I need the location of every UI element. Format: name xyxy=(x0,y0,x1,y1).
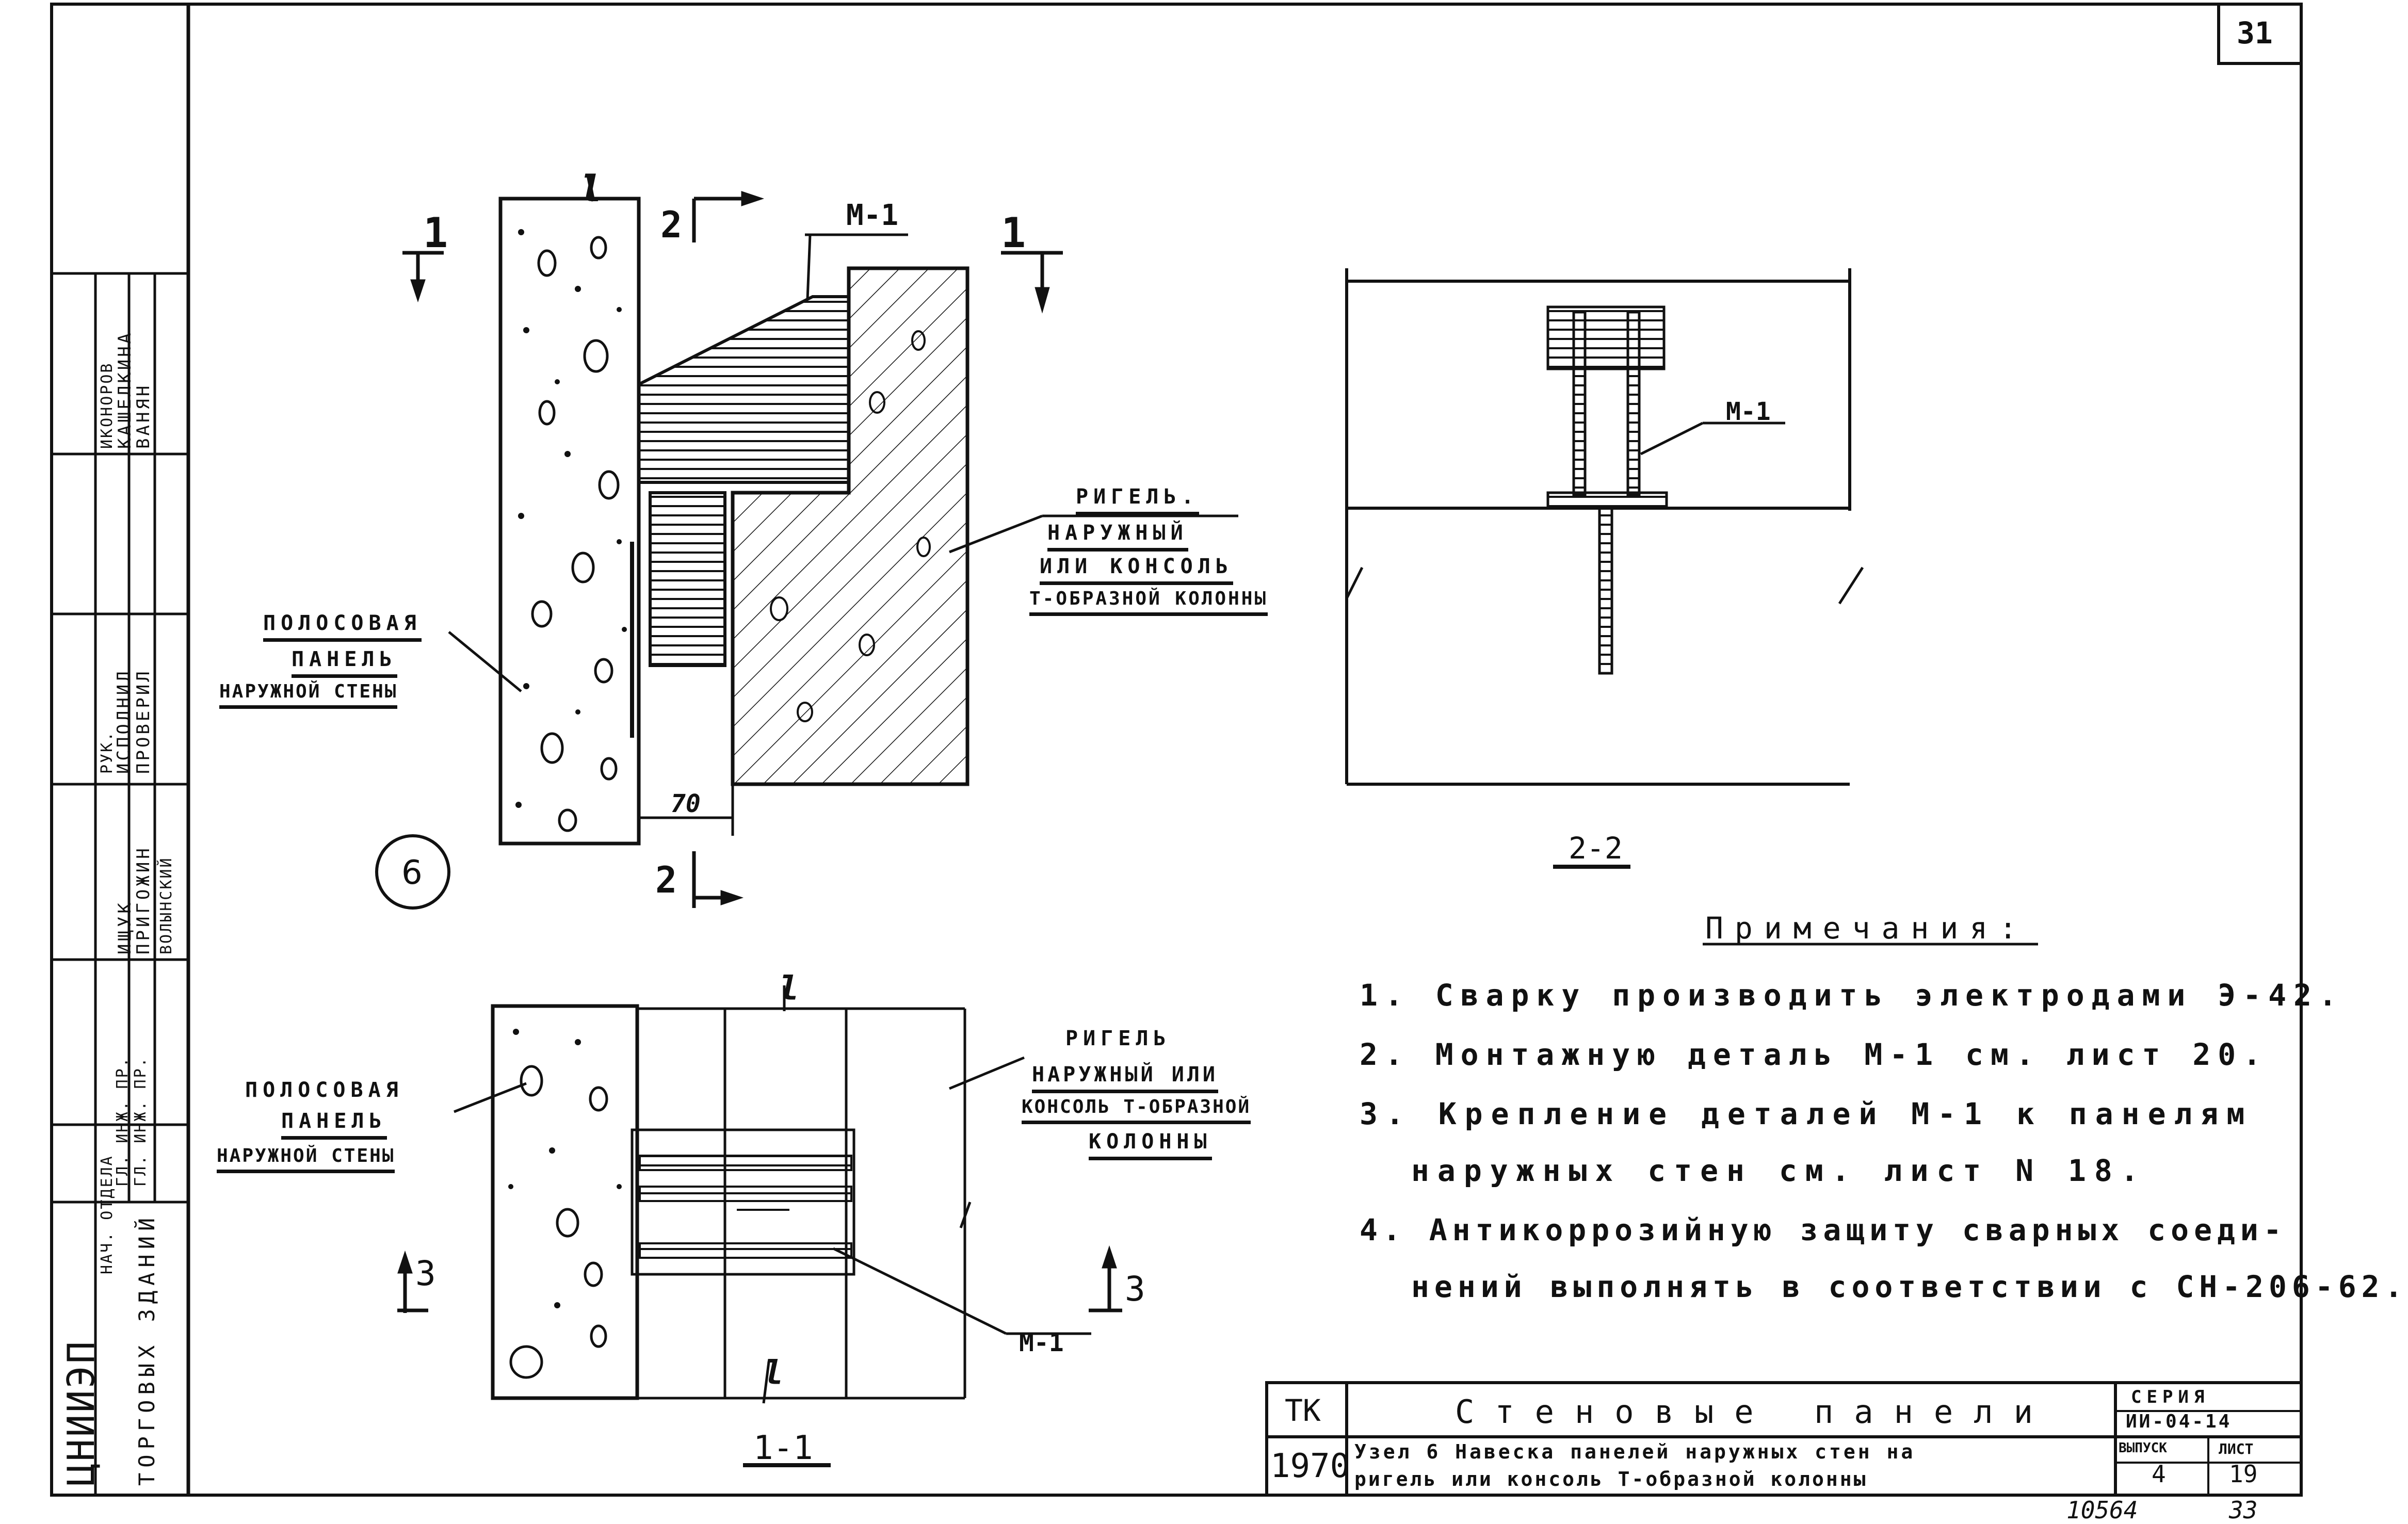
section-mark-3-right: 3 xyxy=(1125,1269,1145,1309)
title-block-title: Стеновые панели xyxy=(1455,1393,2054,1431)
axis-mark-l-11-top: l xyxy=(779,970,799,1008)
side-stamp-name-2: ПРИГОЖИН xyxy=(133,845,154,954)
callout-panel-bottom-3: НАРУЖНОЙ СТЕНЫ xyxy=(217,1145,395,1173)
section-mark-1-left: 1 xyxy=(423,209,448,257)
section-mark-3-left: 3 xyxy=(415,1254,436,1293)
axis-mark-l-11-bottom: l xyxy=(764,1354,784,1392)
leader-lines-top xyxy=(448,233,1238,692)
note-4-cont: нений выполнять в соответствии с СН-206-… xyxy=(1411,1269,2408,1304)
drawing-sheet: 31 1 2 1 2 l М-1 70 6 РИГЕЛЬ. НАРУЖНЫЙ И… xyxy=(50,3,2403,1524)
m1-label-22: М-1 xyxy=(1726,397,1771,426)
note-3-cont: наружных стен см. лист N 18. xyxy=(1411,1153,2147,1188)
section-mark-2-bottom: 2 xyxy=(655,859,677,901)
side-stamp-name-4: ИКОНОРОВ xyxy=(98,362,116,449)
callout-rigel-bottom-1: РИГЕЛЬ xyxy=(1065,1027,1171,1050)
section-1-1 xyxy=(397,985,1122,1467)
section-title-1-1: 1-1 xyxy=(753,1429,813,1467)
title-block-issue-value: 4 xyxy=(2152,1460,2166,1488)
note-1: 1. Сварку производить электродами Э-42. xyxy=(1360,978,2344,1013)
section-mark-1-right: 1 xyxy=(1001,209,1026,257)
callout-panel-top-3: НАРУЖНОЙ СТЕНЫ xyxy=(219,681,398,709)
title-block-code: ТК xyxy=(1285,1393,1321,1428)
title-block-subtitle-2: ригель или консоль Т-образной колонны xyxy=(1354,1468,1868,1490)
callout-rigel-top-3: ИЛИ КОНСОЛЬ xyxy=(1040,555,1233,585)
sheet-number: 31 xyxy=(2237,15,2273,51)
callout-rigel-bottom-3: КОНСОЛЬ Т-ОБРАЗНОЙ xyxy=(1022,1096,1251,1124)
section-2-2 xyxy=(1345,268,1864,869)
note-3: 3. Крепление деталей М-1 к панелям xyxy=(1360,1096,2253,1131)
section-title-2-2: 2-2 xyxy=(1569,831,1623,866)
callout-rigel-bottom-4: КОЛОННЫ xyxy=(1089,1130,1212,1160)
side-stamp-name-6: ВАНЯН xyxy=(133,383,154,449)
side-stamp-role-3: ГЛ. ИНЖ. ПР. xyxy=(132,1056,150,1187)
callout-rigel-top-2: НАРУЖНЫЙ xyxy=(1047,521,1188,552)
callout-rigel-bottom-2: НАРУЖНЫЙ ИЛИ xyxy=(1032,1063,1218,1093)
title-block-sheet-label: ЛИСТ xyxy=(2219,1440,2254,1457)
title-block-subtitle-1: Узел 6 Навеска панелей наружных стен на xyxy=(1354,1440,1916,1463)
node-circle xyxy=(375,834,450,910)
title-block-issue-label: ВЫПУСК xyxy=(2119,1440,2167,1456)
m1-label-11: М-1 xyxy=(1019,1328,1064,1357)
title-block-grid xyxy=(1265,1381,2303,1497)
side-stamp-role-5: ИСПОЛНИЛ xyxy=(114,669,134,774)
side-stamp-name-5: КАШЕЛКИНА xyxy=(115,330,135,449)
side-stamp-role-2: ГЛ. ИНЖ. ПР. xyxy=(114,1056,132,1187)
section-arrows-top xyxy=(402,175,1063,908)
side-stamp-name-3: ВОЛЫНСКИЙ xyxy=(157,856,175,954)
wall-panel-top xyxy=(498,197,641,846)
callout-panel-bottom-1: ПОЛОСОВАЯ xyxy=(245,1078,403,1102)
drawing-canvas xyxy=(50,3,2303,1497)
side-stamp-grid xyxy=(50,272,190,1497)
side-stamp-role-6: ПРОВЕРИЛ xyxy=(133,669,154,774)
section-mark-2-top: 2 xyxy=(660,204,683,246)
node-number: 6 xyxy=(401,854,423,892)
notes-title: Примечания: xyxy=(1705,911,2029,946)
axis-mark-l-top: l xyxy=(580,168,603,210)
callout-panel-bottom-2: ПАНЕЛЬ xyxy=(281,1109,387,1140)
callout-panel-top-1: ПОЛОСОВАЯ xyxy=(263,611,422,642)
dimension-70 xyxy=(637,784,734,836)
note-2: 2. Монтажную деталь М-1 см. лист 20. xyxy=(1360,1037,2269,1072)
side-stamp-name-1: ИЩУК xyxy=(115,900,135,954)
title-block-series-label: СЕРИЯ xyxy=(2131,1387,2210,1407)
side-stamp-org-sub: ТОРГОВЫХ ЗДАНИЙ xyxy=(134,1212,159,1486)
callout-rigel-top-4: Т-ОБРАЗНОЙ КОЛОННЫ xyxy=(1029,588,1268,616)
title-block-sheet-value: 19 xyxy=(2229,1460,2258,1488)
footer-page: 33 xyxy=(2229,1496,2258,1524)
footer-inventory: 10564 xyxy=(2066,1496,2138,1524)
m1-label-top: М-1 xyxy=(846,199,899,232)
title-block-series-value: ИИ-04-14 xyxy=(2126,1411,2232,1432)
m1-bracket xyxy=(630,295,850,738)
callout-rigel-top-1: РИГЕЛЬ. xyxy=(1076,485,1199,515)
note-4: 4. Антикоррозийную защиту сварных соеди- xyxy=(1360,1212,2287,1247)
side-stamp-org: ЦНИИЭП xyxy=(59,1339,103,1486)
dimension-70-label: 70 xyxy=(671,789,701,818)
callout-panel-top-2: ПАНЕЛЬ xyxy=(292,647,397,678)
title-block-year: 1970 xyxy=(1270,1447,1350,1485)
